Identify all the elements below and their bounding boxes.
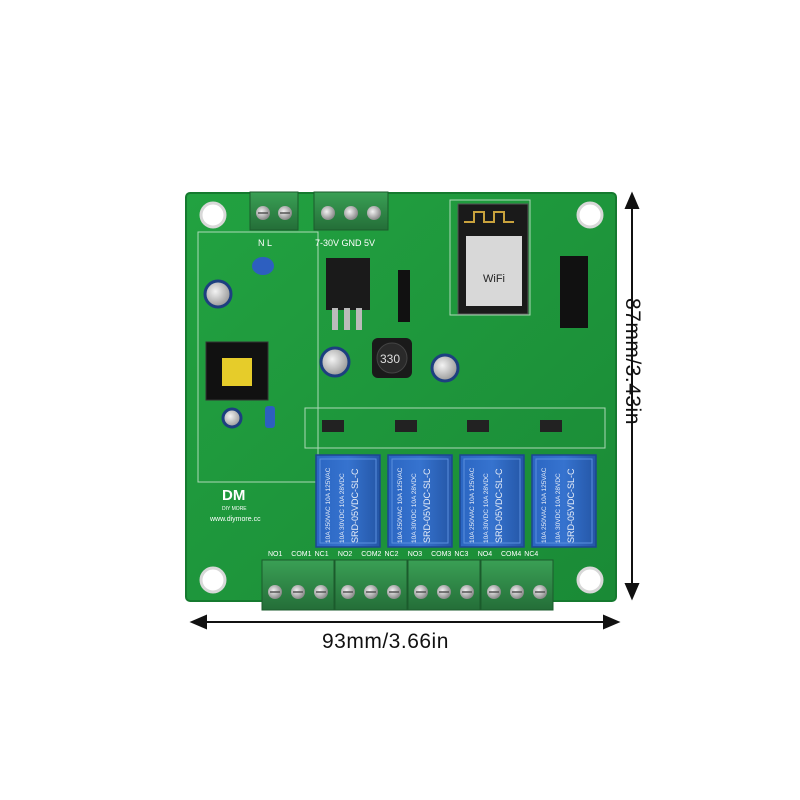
- relay-rating-text: 10A 30VDC 10A 28VDC: [555, 473, 562, 543]
- relay-terminal-label: NO3: [408, 551, 423, 558]
- relay-terminal-block-2: [334, 559, 408, 611]
- relay-rating-text: 10A 30VDC 10A 28VDC: [411, 473, 418, 543]
- relay-rating-text: 10A 30VDC 10A 28VDC: [339, 473, 346, 543]
- smd-components: [322, 420, 562, 432]
- relay-terminal-label: NO1: [268, 551, 283, 558]
- svg-text:330: 330: [380, 352, 400, 366]
- ac-terminal-label: N L: [258, 238, 272, 248]
- relay-rating-text: 10A 250VAC 10A 125VAC: [325, 467, 332, 543]
- relay-rating-text: SRD-05VDC-SL-C: [494, 468, 504, 543]
- svg-text:WiFi: WiFi: [483, 273, 505, 285]
- relay-rating-text: 10A 250VAC 10A 125VAC: [469, 467, 476, 543]
- relay-rating-text: SRD-05VDC-SL-C: [422, 468, 432, 543]
- relay-rating-text: SRD-05VDC-SL-C: [350, 468, 360, 543]
- relay-terminal-label: NC4: [524, 551, 538, 558]
- relay-terminal-label: NC1: [315, 551, 329, 558]
- relay-rating-text: 10A 250VAC 10A 125VAC: [397, 467, 404, 543]
- width-dimension-arrow: [189, 614, 621, 630]
- relay-terminal-label: COM2: [361, 551, 381, 558]
- brand-logo: DM: [222, 487, 245, 504]
- electrolytic-capacitor: [203, 279, 460, 429]
- relay-terminal-label: NO2: [338, 551, 353, 558]
- relay-2: 10A 250VAC 10A 125VAC 10A 30VDC 10A 28VDC…: [387, 454, 453, 548]
- relay-terminal-label: COM4: [501, 551, 521, 558]
- relay-terminal-block-1: [261, 559, 335, 611]
- relay-1: 10A 250VAC 10A 125VAC 10A 30VDC 10A 28VDC…: [315, 454, 381, 548]
- varistor: [252, 257, 274, 275]
- blue-capacitor: [265, 406, 275, 428]
- relay-rating-text: SRD-05VDC-SL-C: [566, 468, 576, 543]
- relay-terminal-block-4: [480, 559, 554, 611]
- voltage-regulator: [326, 258, 370, 330]
- relay-rating-text: 10A 30VDC 10A 28VDC: [483, 473, 490, 543]
- power-transformer: [205, 341, 269, 401]
- relay-terminal-label: COM1: [291, 551, 311, 558]
- dc-terminal-label: 7-30V GND 5V: [315, 238, 375, 248]
- relay-terminal-label: NC3: [454, 551, 468, 558]
- brand-subtitle: DIY MORE: [222, 506, 247, 512]
- relay-terminal-block-3: [407, 559, 481, 611]
- dc-terminal-block: [313, 191, 389, 231]
- relay-terminal-label: NC2: [385, 551, 399, 558]
- brand-url: www.diymore.cc: [209, 516, 261, 523]
- relay-terminal-label: NO4: [478, 551, 493, 558]
- height-dimension-label: 87mm/3.43in: [621, 298, 644, 425]
- wifi-module: WiFi: [457, 203, 529, 315]
- inductor: 330: [372, 338, 412, 378]
- height-dimension-arrow: [624, 191, 640, 601]
- relay-board: N L 7-30V GND 5V 330: [185, 191, 617, 611]
- width-dimension-label: 93mm/3.66in: [322, 630, 449, 653]
- relay-terminal-label: COM3: [431, 551, 451, 558]
- relay-rating-text: 10A 250VAC 10A 125VAC: [541, 467, 548, 543]
- mounting-hole: [199, 201, 604, 594]
- pin-header: [398, 256, 588, 328]
- relay-4: 10A 250VAC 10A 125VAC 10A 30VDC 10A 28VDC…: [531, 454, 597, 548]
- ac-terminal-block: [249, 191, 299, 231]
- relay-3: 10A 250VAC 10A 125VAC 10A 30VDC 10A 28VDC…: [459, 454, 525, 548]
